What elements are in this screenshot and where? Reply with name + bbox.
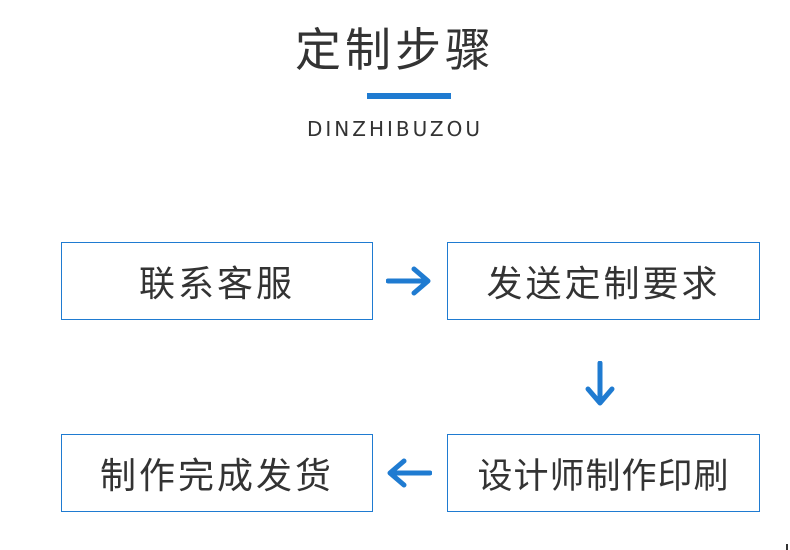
arrow-left-icon [387, 458, 432, 488]
page-title: 定制步骤 [295, 23, 495, 77]
step-designer-printing: 设计师制作印刷 [447, 434, 760, 512]
step-send-requirements: 发送定制要求 [447, 242, 760, 320]
step-complete-shipping: 制作完成发货 [61, 434, 373, 512]
title-underline [367, 93, 451, 99]
step-contact-service: 联系客服 [61, 242, 373, 320]
arrow-right-icon [386, 266, 431, 296]
corner-mark [786, 544, 788, 550]
arrow-down-icon [585, 361, 615, 406]
page-subtitle: DINZHIBUZOU [307, 117, 483, 141]
